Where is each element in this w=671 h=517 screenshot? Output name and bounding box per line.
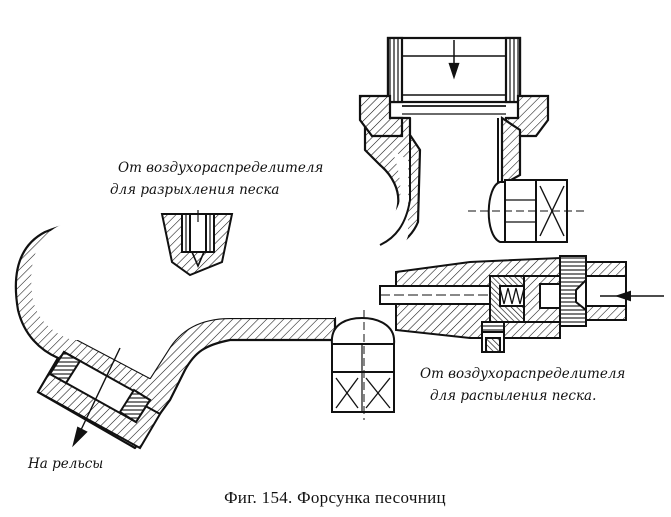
label-loosening-line2: для разрыхления песка	[110, 182, 279, 198]
lower-plug	[330, 310, 396, 420]
label-loosening-air: От воздухораспределителя для разрыхления…	[110, 160, 323, 198]
figure-caption: Фиг. 154. Форсунка песочниц	[224, 488, 446, 507]
label-spray-line1: От воздухораспределителя	[420, 366, 625, 382]
label-spray-line2: для распыления песка.	[430, 388, 596, 404]
loosening-air-port	[160, 210, 234, 277]
top-inlet	[358, 36, 550, 246]
label-to-rails: На рельсы	[27, 456, 103, 472]
upper-plug	[468, 179, 584, 243]
outlet-nozzle	[36, 347, 162, 450]
label-loosening-line1: От воздухораспределителя	[118, 160, 323, 176]
spray-air-nozzle	[379, 255, 664, 353]
label-spray-air: От воздухораспределителя для распыления …	[420, 366, 625, 404]
